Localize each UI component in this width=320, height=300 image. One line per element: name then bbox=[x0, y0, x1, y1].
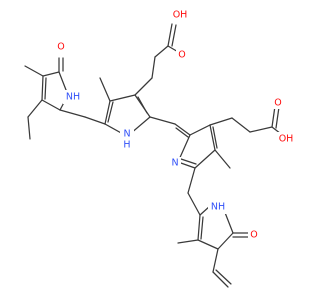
bond bbox=[217, 232, 234, 250]
bond bbox=[189, 124, 211, 136]
bond bbox=[151, 56, 156, 79]
bond bbox=[167, 23, 173, 47]
bond bbox=[249, 126, 273, 133]
bond bbox=[177, 239, 199, 244]
bond bbox=[24, 65, 44, 77]
nh-atom-label: NH bbox=[211, 202, 225, 213]
bond bbox=[215, 269, 232, 285]
nitrogen-atom-label: N bbox=[123, 129, 130, 140]
oxygen-atom-label: O bbox=[178, 50, 185, 61]
label-bg bbox=[208, 200, 228, 214]
bond bbox=[171, 24, 177, 47]
label-bg bbox=[176, 48, 188, 61]
bond bbox=[209, 124, 216, 151]
bond bbox=[187, 167, 196, 194]
bond bbox=[107, 101, 114, 123]
bond bbox=[27, 99, 43, 118]
bond bbox=[214, 149, 231, 169]
oxygen-atom-label: O bbox=[274, 98, 281, 109]
bond bbox=[212, 271, 229, 288]
bond bbox=[187, 192, 201, 216]
bond bbox=[41, 75, 44, 101]
bond bbox=[109, 94, 136, 102]
oxygen-atom-label: O bbox=[250, 230, 257, 241]
nh-atom-label: NH bbox=[66, 92, 80, 103]
bond bbox=[175, 127, 189, 138]
bond bbox=[209, 117, 233, 126]
bond bbox=[212, 126, 218, 149]
hydroxyl-atom-label: OH bbox=[173, 10, 188, 21]
bond bbox=[99, 77, 111, 102]
atom-labels: O NH OH O N H N OH O NH O bbox=[55, 8, 296, 241]
bond bbox=[27, 116, 31, 140]
label-bg bbox=[168, 157, 181, 170]
bond bbox=[134, 77, 153, 96]
hydroxyl-atom-label: OH bbox=[279, 134, 294, 145]
bond bbox=[149, 116, 176, 125]
bond bbox=[44, 77, 47, 100]
bond bbox=[197, 214, 201, 241]
bond bbox=[212, 248, 219, 273]
bond bbox=[194, 149, 216, 169]
bond bbox=[271, 105, 276, 128]
bond bbox=[84, 116, 106, 125]
bond bbox=[197, 239, 219, 250]
bond bbox=[154, 45, 169, 58]
nitrogen-atom-label: N bbox=[171, 158, 178, 169]
bond bbox=[41, 99, 61, 111]
label-bg bbox=[120, 127, 134, 141]
bond bbox=[59, 109, 86, 118]
oxygen-atom-label: O bbox=[57, 42, 64, 53]
label-bg bbox=[276, 132, 296, 146]
label-bg bbox=[272, 96, 284, 109]
bond bbox=[42, 71, 60, 77]
molecule-structure: O NH OH O N H N OH O NH O bbox=[24, 8, 296, 288]
bond bbox=[104, 100, 111, 125]
bond bbox=[137, 96, 148, 114]
bond bbox=[174, 123, 191, 136]
bonds bbox=[24, 23, 286, 288]
bond bbox=[180, 158, 197, 165]
bond bbox=[231, 117, 251, 133]
bond bbox=[275, 106, 280, 129]
label-bg bbox=[55, 40, 67, 53]
hydrogen-atom-label: H bbox=[123, 140, 130, 151]
label-bg bbox=[170, 8, 190, 22]
bond bbox=[200, 216, 204, 240]
label-bg bbox=[63, 90, 83, 104]
label-bg bbox=[248, 228, 260, 241]
